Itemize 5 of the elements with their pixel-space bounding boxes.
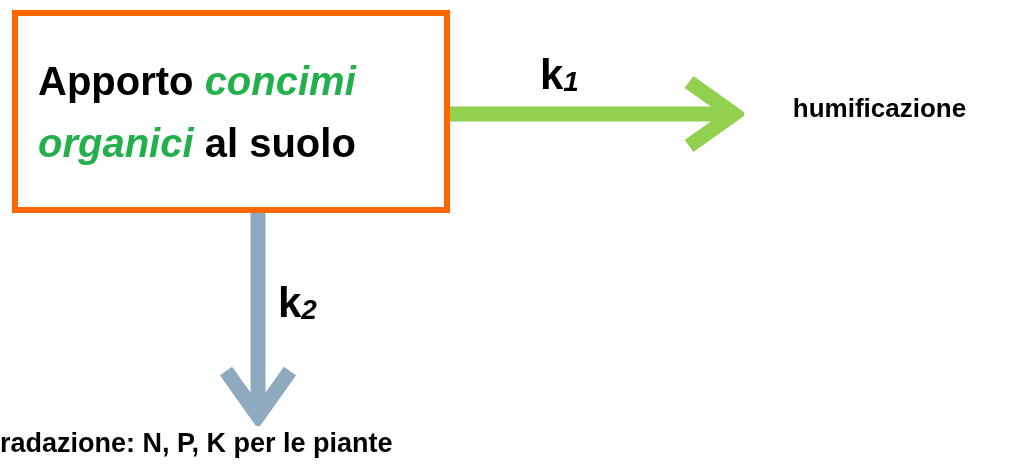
process-box: Apporto concimi organici al suolo: [12, 10, 450, 213]
output-text: radazione: N, P, K per le piante: [0, 424, 545, 464]
arrow: [450, 74, 742, 154]
arrow: [218, 213, 298, 424]
output-text: humificazione: [752, 86, 1007, 130]
